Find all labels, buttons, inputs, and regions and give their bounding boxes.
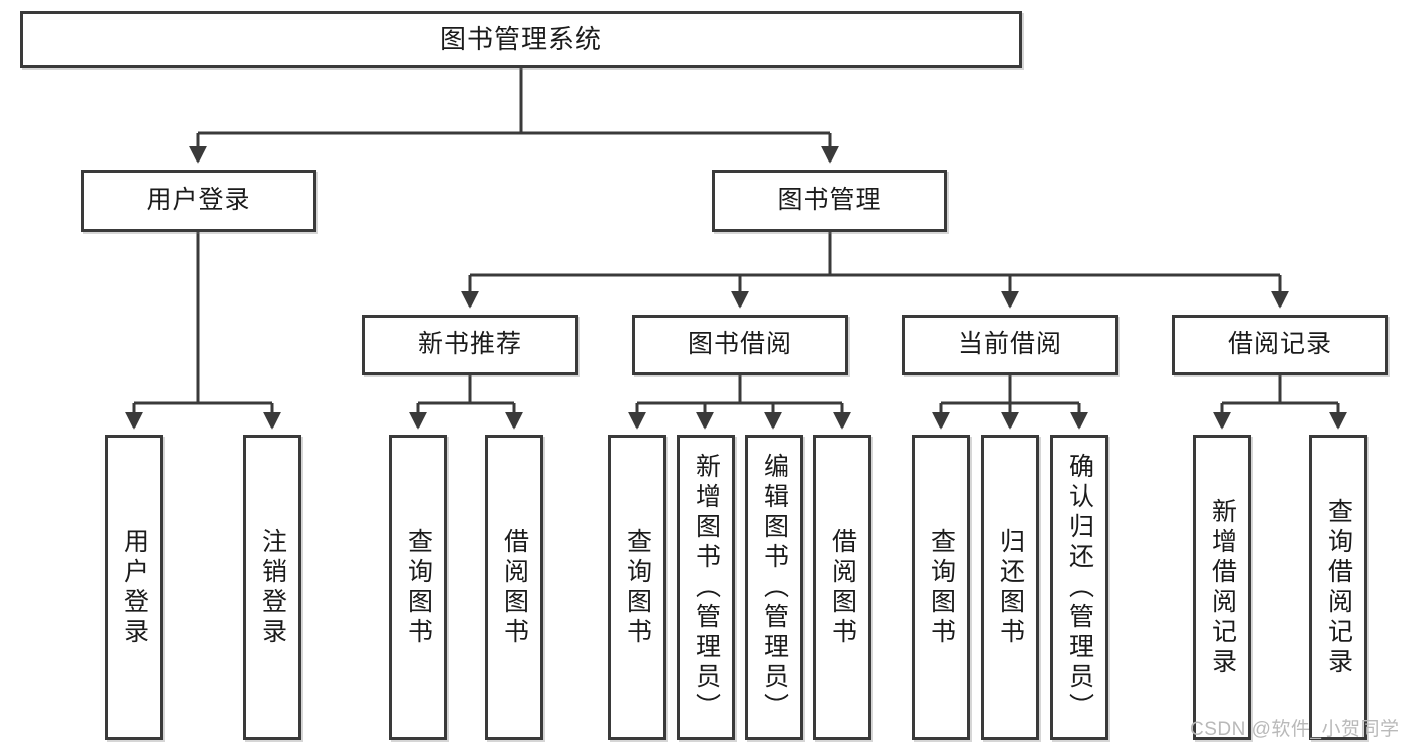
leaf-label: 归还图书 bbox=[996, 527, 1025, 648]
node-book-borrow[interactable]: 图书借阅 bbox=[632, 315, 848, 375]
leaf-borrow-book-recommend[interactable]: 借阅图书 bbox=[485, 435, 543, 740]
node-borrow-record[interactable]: 借阅记录 bbox=[1172, 315, 1388, 375]
leaf-return-book[interactable]: 归还图书 bbox=[981, 435, 1039, 740]
leaf-add-borrow-record[interactable]: 新增借阅记录 bbox=[1193, 435, 1251, 740]
leaf-user-login[interactable]: 用户登录 bbox=[105, 435, 163, 740]
leaf-label: 查询借阅记录 bbox=[1324, 497, 1353, 678]
leaf-label: 借阅图书 bbox=[500, 527, 529, 648]
leaf-query-borrow-record[interactable]: 查询借阅记录 bbox=[1309, 435, 1367, 740]
node-root-book-management-system[interactable]: 图书管理系统 bbox=[20, 11, 1022, 68]
leaf-query-book-borrow[interactable]: 查询图书 bbox=[608, 435, 666, 740]
leaf-label: 新增图书（管理员） bbox=[692, 452, 721, 723]
leaf-query-book-current[interactable]: 查询图书 bbox=[912, 435, 970, 740]
leaf-label: 查询图书 bbox=[927, 527, 956, 648]
leaf-borrow-book[interactable]: 借阅图书 bbox=[813, 435, 871, 740]
csdn-watermark: CSDN @软件_小贺同学 bbox=[1190, 719, 1400, 740]
node-user-login[interactable]: 用户登录 bbox=[81, 170, 316, 232]
leaf-label: 确认归还（管理员） bbox=[1065, 452, 1094, 723]
leaf-label: 新增借阅记录 bbox=[1208, 497, 1237, 678]
leaf-label: 查询图书 bbox=[404, 527, 433, 648]
leaf-edit-book-admin[interactable]: 编辑图书（管理员） bbox=[745, 435, 803, 740]
leaf-label: 借阅图书 bbox=[828, 527, 857, 648]
node-current-borrow[interactable]: 当前借阅 bbox=[902, 315, 1118, 375]
leaf-query-book-recommend[interactable]: 查询图书 bbox=[389, 435, 447, 740]
leaf-label: 查询图书 bbox=[623, 527, 652, 648]
leaf-label: 用户登录 bbox=[120, 527, 149, 648]
leaf-logout[interactable]: 注销登录 bbox=[243, 435, 301, 740]
leaf-confirm-return-admin[interactable]: 确认归还（管理员） bbox=[1050, 435, 1108, 740]
node-book-management[interactable]: 图书管理 bbox=[712, 170, 947, 232]
leaf-label: 编辑图书（管理员） bbox=[760, 452, 789, 723]
leaf-label: 注销登录 bbox=[258, 527, 287, 648]
leaf-add-book-admin[interactable]: 新增图书（管理员） bbox=[677, 435, 735, 740]
node-new-book-recommend[interactable]: 新书推荐 bbox=[362, 315, 578, 375]
